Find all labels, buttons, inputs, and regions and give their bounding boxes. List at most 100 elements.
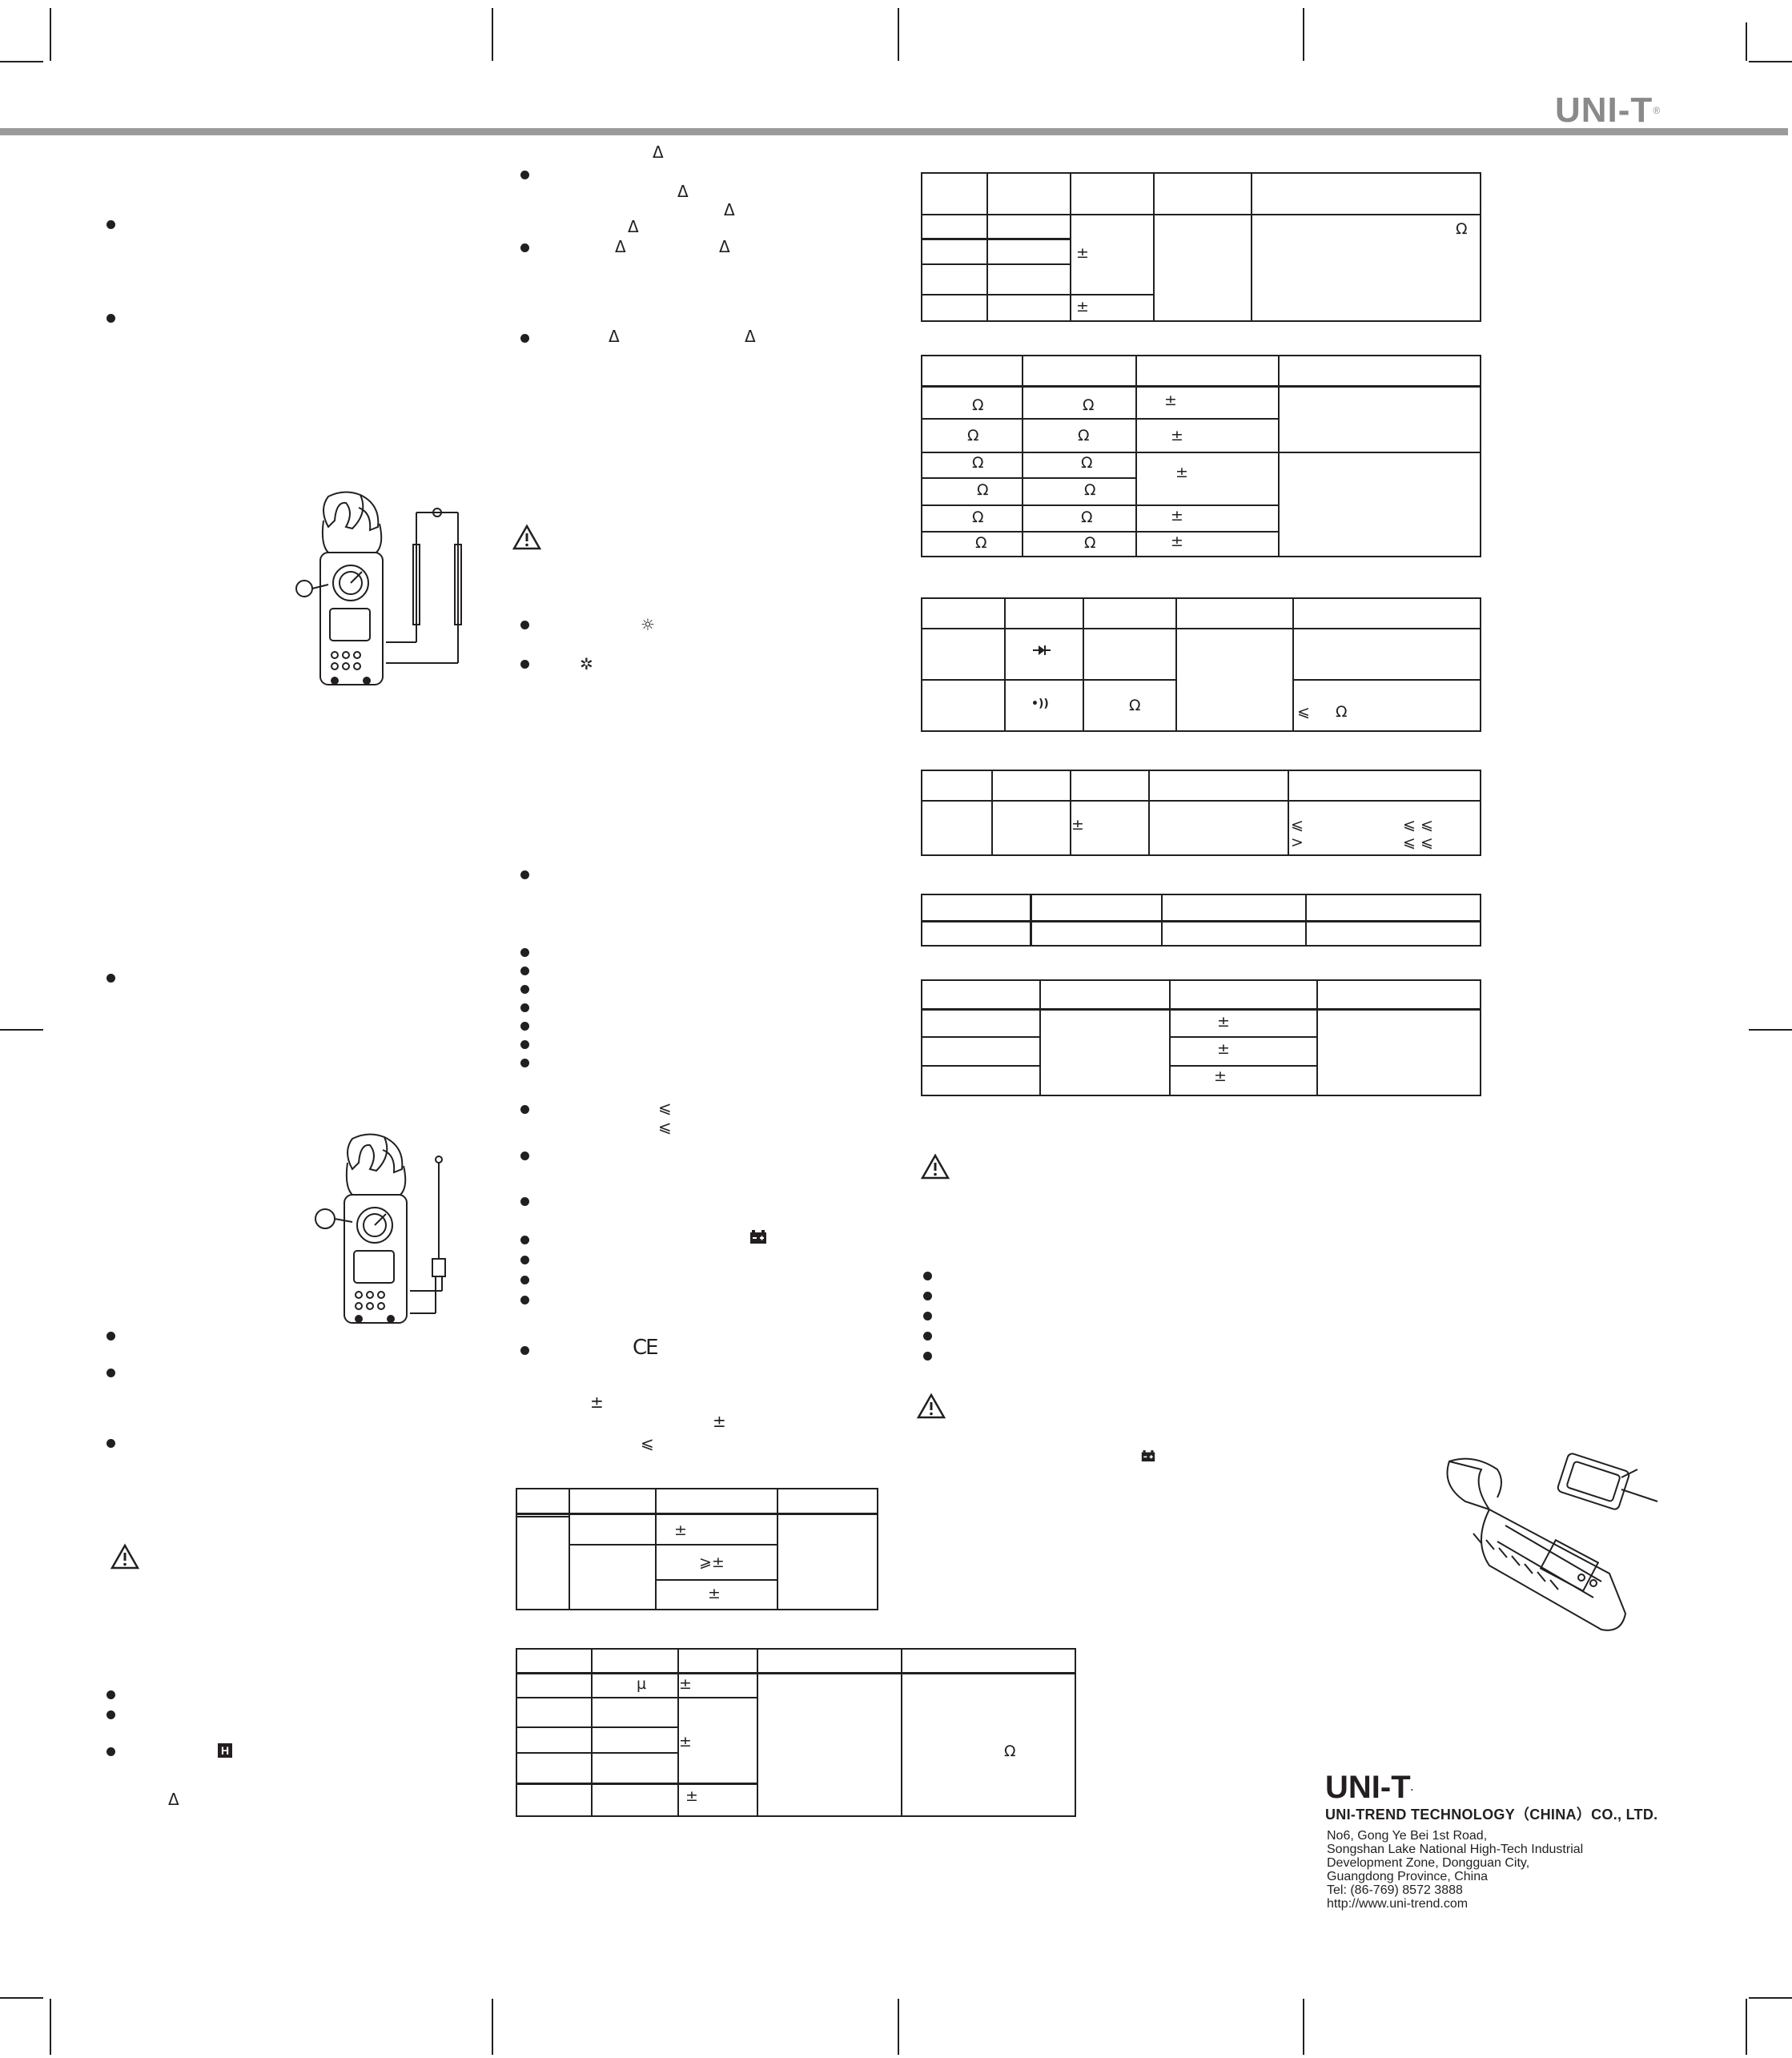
delta-symbol: Δ [609, 327, 620, 346]
address-line: Guangdong Province, China [1327, 1870, 1489, 1883]
ohm-symbol: Ω [972, 508, 984, 526]
le-symbol: ⩽ [641, 1433, 654, 1453]
bullet [106, 1710, 115, 1719]
ohm-symbol: Ω [972, 396, 984, 414]
bullet [106, 1747, 115, 1756]
battery-replacement-figure [1446, 1453, 1658, 1631]
bullet [520, 1105, 529, 1114]
bullet [923, 1292, 932, 1300]
pm-symbol: ± [679, 1675, 692, 1693]
bullet [520, 967, 529, 975]
ohm-symbol: Ω [975, 534, 987, 552]
bullet [520, 621, 529, 629]
le-pair-symbol: ⩽ ⩽ [1403, 816, 1433, 834]
ohm-symbol: Ω [1129, 697, 1141, 714]
bullet [923, 1332, 932, 1341]
pm-symbol: ± [1175, 464, 1188, 481]
spec-table: µ ± ± ± Ω [516, 1648, 1076, 1817]
pm-symbol: ± [1171, 533, 1183, 550]
bullet [520, 1003, 529, 1012]
bullet [520, 985, 529, 994]
company-address: No6, Gong Ye Bei 1st Road, Songshan Lake… [1327, 1829, 1583, 1911]
spec-table: ± ± ± [921, 979, 1481, 1096]
le-symbol: ⩽ [658, 1098, 672, 1117]
pm-symbol: ± [1076, 244, 1089, 262]
pm-symbol: ± [685, 1787, 698, 1805]
ohm-symbol: Ω [1084, 481, 1096, 499]
hold-icon: H [218, 1743, 232, 1758]
bullet [520, 1197, 529, 1206]
bullet [520, 1152, 529, 1160]
ohm-symbol: Ω [977, 481, 989, 499]
ce-mark-icon: CE [633, 1336, 659, 1360]
pm-symbol: ± [1071, 816, 1084, 834]
bullet [520, 948, 529, 957]
pm-symbol: ± [590, 1393, 604, 1412]
ohm-symbol: Ω [967, 427, 979, 444]
bullet [106, 314, 115, 323]
delta-symbol: Δ [719, 237, 730, 256]
ohm-symbol: Ω [1081, 508, 1093, 526]
delta-symbol: Δ [168, 1790, 179, 1809]
delta-symbol: Δ [745, 327, 756, 346]
le-pair-symbol: ⩽ ⩽ [1403, 834, 1433, 851]
bullet [106, 1439, 115, 1448]
delta-symbol: Δ [628, 217, 639, 236]
spec-table: Ω Ω ± Ω Ω ± Ω Ω ± Ω Ω Ω Ω ± Ω Ω ± [921, 355, 1481, 557]
bullet [520, 1276, 529, 1284]
pm-symbol: ± [1217, 1040, 1230, 1058]
ohm-symbol: Ω [1083, 396, 1095, 414]
ohm-symbol: Ω [1004, 1742, 1016, 1760]
bullet [520, 1256, 529, 1264]
spec-table: ± ⩾± ± [516, 1488, 878, 1610]
spec-table: Ω ⩽ Ω [921, 597, 1481, 732]
company-name: UNI-TREND TECHNOLOGY（CHINA）CO., LTD. [1325, 1807, 1658, 1823]
spec-table: ± ⩽ > ⩽ ⩽ ⩽ ⩽ [921, 770, 1481, 856]
pm-symbol: ± [1164, 392, 1177, 409]
ohm-symbol: Ω [972, 454, 984, 472]
warning-icon [110, 1543, 140, 1570]
bullet [520, 660, 529, 669]
pm-symbol: ± [674, 1521, 687, 1539]
bullet [520, 1296, 529, 1304]
pm-symbol: ± [679, 1733, 692, 1751]
address-line: Development Zone, Dongguan City, [1327, 1856, 1530, 1870]
bullet [520, 1022, 529, 1031]
battery-icon [750, 1230, 766, 1244]
pm-symbol: ± [708, 1585, 721, 1602]
mu-symbol: µ [637, 1675, 647, 1693]
bullet [106, 1369, 115, 1377]
spec-table [921, 894, 1481, 947]
bullet [520, 1059, 529, 1067]
bullet [923, 1352, 932, 1361]
diode-icon [1033, 645, 1051, 655]
backlight-icon: ✲ [580, 654, 593, 673]
phone-line: Tel: (86-769) 8572 3888 [1327, 1883, 1463, 1897]
ohm-symbol: Ω [1078, 427, 1090, 444]
bullet [106, 1690, 115, 1699]
continuity-icon: •)) [1031, 697, 1049, 710]
backlight-icon: ☼ [641, 615, 655, 634]
delta-symbol: Δ [653, 143, 664, 162]
pm-symbol: ± [1217, 1013, 1230, 1031]
le-symbol: ⩽ [1291, 816, 1304, 834]
delta-symbol: Δ [724, 200, 735, 219]
address-line: No6, Gong Ye Bei 1st Road, [1327, 1829, 1488, 1843]
footer-logo: UNI-T. [1325, 1770, 1413, 1805]
warning-icon [916, 1393, 946, 1419]
bullet [520, 1346, 529, 1355]
address-line: Songshan Lake National High-Tech Industr… [1327, 1843, 1584, 1856]
battery-icon [1141, 1450, 1155, 1462]
header-rule [0, 128, 1788, 135]
delta-symbol: Δ [677, 182, 689, 201]
ohm-symbol: Ω [1336, 703, 1348, 721]
clamp-meter-figure-2 [315, 1133, 446, 1324]
gt-symbol: > [1291, 834, 1304, 851]
bullet [923, 1312, 932, 1320]
pm-symbol: ± [1171, 507, 1183, 525]
bullet [106, 1332, 115, 1341]
delta-symbol: Δ [615, 237, 626, 256]
bullet [520, 1040, 529, 1049]
bullet [520, 870, 529, 879]
ge-pm-symbol: ⩾± [699, 1554, 725, 1571]
